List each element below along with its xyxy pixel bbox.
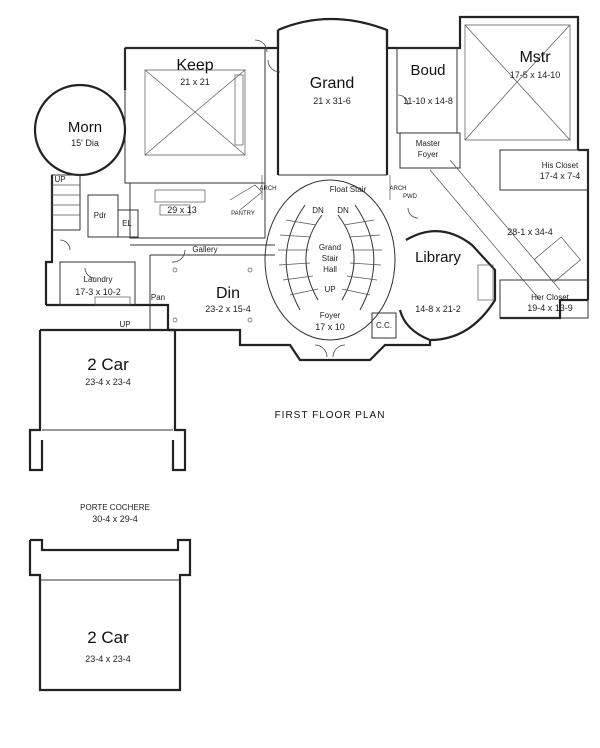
- room-dim-morn: 15' Dia: [71, 138, 99, 148]
- label-grand-stair-1: Grand: [319, 243, 341, 252]
- label-up-garage: UP: [119, 320, 130, 329]
- room-name-laundry: Laundry: [84, 275, 113, 284]
- interior-walls: [33, 24, 589, 341]
- label-pantry: PANTRY: [231, 211, 255, 217]
- room-name-boud: Boud: [410, 62, 445, 79]
- room-name-mstr: Mstr: [519, 49, 551, 66]
- room-name-garage-lower: 2 Car: [87, 628, 129, 647]
- room-dim-her-closet: 19-4 x 13-9: [527, 303, 573, 313]
- room-dim-porte-cochere: 30-4 x 29-4: [92, 514, 138, 524]
- room-dim-kitchen: 29 x 13: [167, 205, 197, 215]
- room-dim-keep: 21 x 21: [180, 77, 210, 87]
- label-arch-right: ARCH: [389, 186, 406, 192]
- room-dim-bath: 28-1 x 34-4: [507, 227, 553, 237]
- room-name-garage-upper: 2 Car: [87, 355, 129, 374]
- label-dn-right: DN: [337, 206, 349, 215]
- room-labels: Keep 21 x 21 Grand 21 x 31-6 Boud 11-10 …: [68, 49, 580, 664]
- room-dim-mstr: 17-5 x 14-10: [510, 70, 561, 80]
- garage-upper: [28, 328, 187, 472]
- room-dim-garage-upper: 23-4 x 23-4: [85, 377, 131, 387]
- plan-title: FIRST FLOOR PLAN: [275, 410, 386, 421]
- room-name-din: Din: [216, 285, 240, 302]
- room-dim-his-closet: 17-4 x 7-4: [540, 171, 581, 181]
- room-dim-din: 23-2 x 15-4: [205, 304, 251, 314]
- room-name-library: Library: [415, 249, 461, 266]
- label-el: EL: [122, 219, 132, 228]
- garage-lower: [28, 538, 192, 692]
- label-pwd: PWD: [403, 194, 418, 200]
- label-up-stair: UP: [324, 285, 335, 294]
- room-dim-boud: 11-10 x 14-8: [403, 96, 453, 106]
- label-pdr: Pdr: [94, 211, 107, 220]
- label-pan: Pan: [151, 293, 165, 302]
- label-master-foyer-1: Master: [416, 139, 441, 148]
- label-gallery: Gallery: [192, 245, 217, 254]
- grand-stair: [278, 204, 382, 311]
- room-name-porte-cochere: PORTE COCHERE: [80, 503, 150, 512]
- label-arch-left: ARCH: [259, 186, 276, 192]
- room-dim-library: 14-8 x 21-2: [415, 304, 461, 314]
- misc-labels: Grand Stair Hall Float Stair Gallery Mas…: [54, 139, 440, 330]
- label-up-morn: UP: [54, 175, 65, 184]
- room-name-grand: Grand: [310, 75, 354, 92]
- label-cc: C.C.: [376, 321, 392, 330]
- room-name-keep: Keep: [176, 57, 213, 74]
- house-outline: [44, 15, 590, 362]
- label-grand-stair-2: Stair: [322, 254, 339, 263]
- room-name-his-closet: His Closet: [542, 161, 579, 170]
- room-dim-foyer: 17 x 10: [315, 322, 345, 332]
- room-name-her-closet: Her Closet: [531, 293, 570, 302]
- doors: [59, 39, 419, 358]
- label-dn-left: DN: [312, 206, 324, 215]
- room-dim-garage-lower: 23-4 x 23-4: [85, 654, 131, 664]
- label-grand-stair-3: Hall: [323, 265, 337, 274]
- room-name-morn: Morn: [68, 119, 102, 136]
- room-name-foyer: Foyer: [320, 311, 341, 320]
- room-dim-grand: 21 x 31-6: [313, 96, 351, 106]
- label-master-foyer-2: Foyer: [418, 150, 439, 159]
- label-float-stair: Float Stair: [330, 185, 367, 194]
- room-dim-laundry: 17-3 x 10-2: [75, 287, 121, 297]
